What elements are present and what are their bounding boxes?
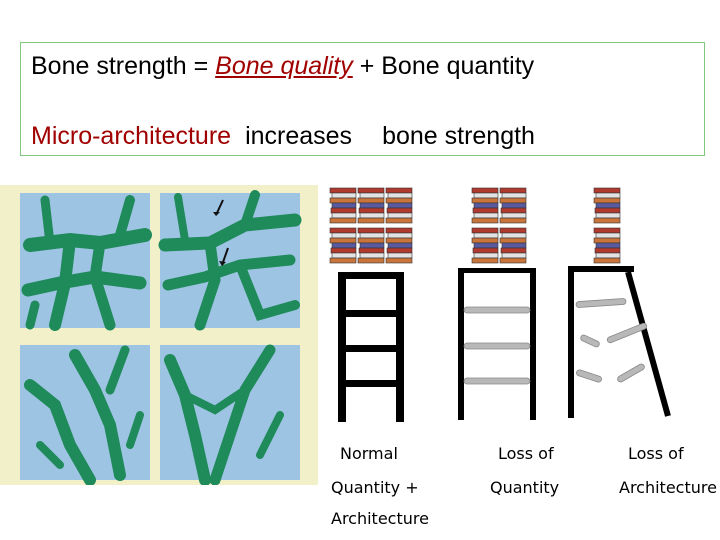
panel-eroded-bone bbox=[160, 344, 300, 485]
caption-normal-quantity: Quantity + bbox=[331, 478, 419, 497]
caption-normal: Normal bbox=[340, 444, 398, 463]
arrow-head-icon bbox=[219, 261, 226, 266]
subtitle-micro-architecture: Micro-architecture bbox=[31, 122, 232, 150]
caption-architecture: Architecture bbox=[619, 478, 717, 497]
panel-normal-bone bbox=[20, 193, 152, 331]
title-box bbox=[20, 42, 705, 156]
equation-part-quality: Bone quality bbox=[215, 52, 353, 80]
book-stack bbox=[471, 187, 527, 264]
equation-part-quantity: + Bone quantity bbox=[352, 52, 535, 80]
caption-normal-architecture: Architecture bbox=[331, 509, 429, 528]
equation-line: Bone strength = Bone quality + Bone quan… bbox=[31, 52, 534, 81]
ladder-diagram bbox=[329, 187, 671, 422]
panel-thinning-bone bbox=[158, 190, 302, 331]
panel-disconnected-bone bbox=[20, 345, 150, 485]
caption-loss-of-quantity: Loss of bbox=[498, 444, 554, 463]
subtitle-line: Micro-architecture increases bone strength bbox=[31, 122, 535, 151]
subtitle-bone-strength: bone strength bbox=[382, 122, 535, 150]
ladder-loss-of-quantity bbox=[458, 187, 536, 420]
micro-architecture-panels bbox=[0, 185, 318, 485]
book-stack bbox=[329, 187, 413, 264]
ladder-loss-of-architecture bbox=[568, 187, 671, 418]
subtitle-increases: increases bbox=[245, 122, 353, 150]
book-stack bbox=[593, 187, 621, 264]
equation-part-strength: Bone strength = bbox=[31, 52, 216, 80]
arrow-head-icon bbox=[213, 212, 220, 216]
caption-quantity: Quantity bbox=[490, 478, 560, 497]
caption-loss-of-architecture: Loss of bbox=[628, 444, 684, 463]
ladder-normal bbox=[329, 187, 413, 422]
